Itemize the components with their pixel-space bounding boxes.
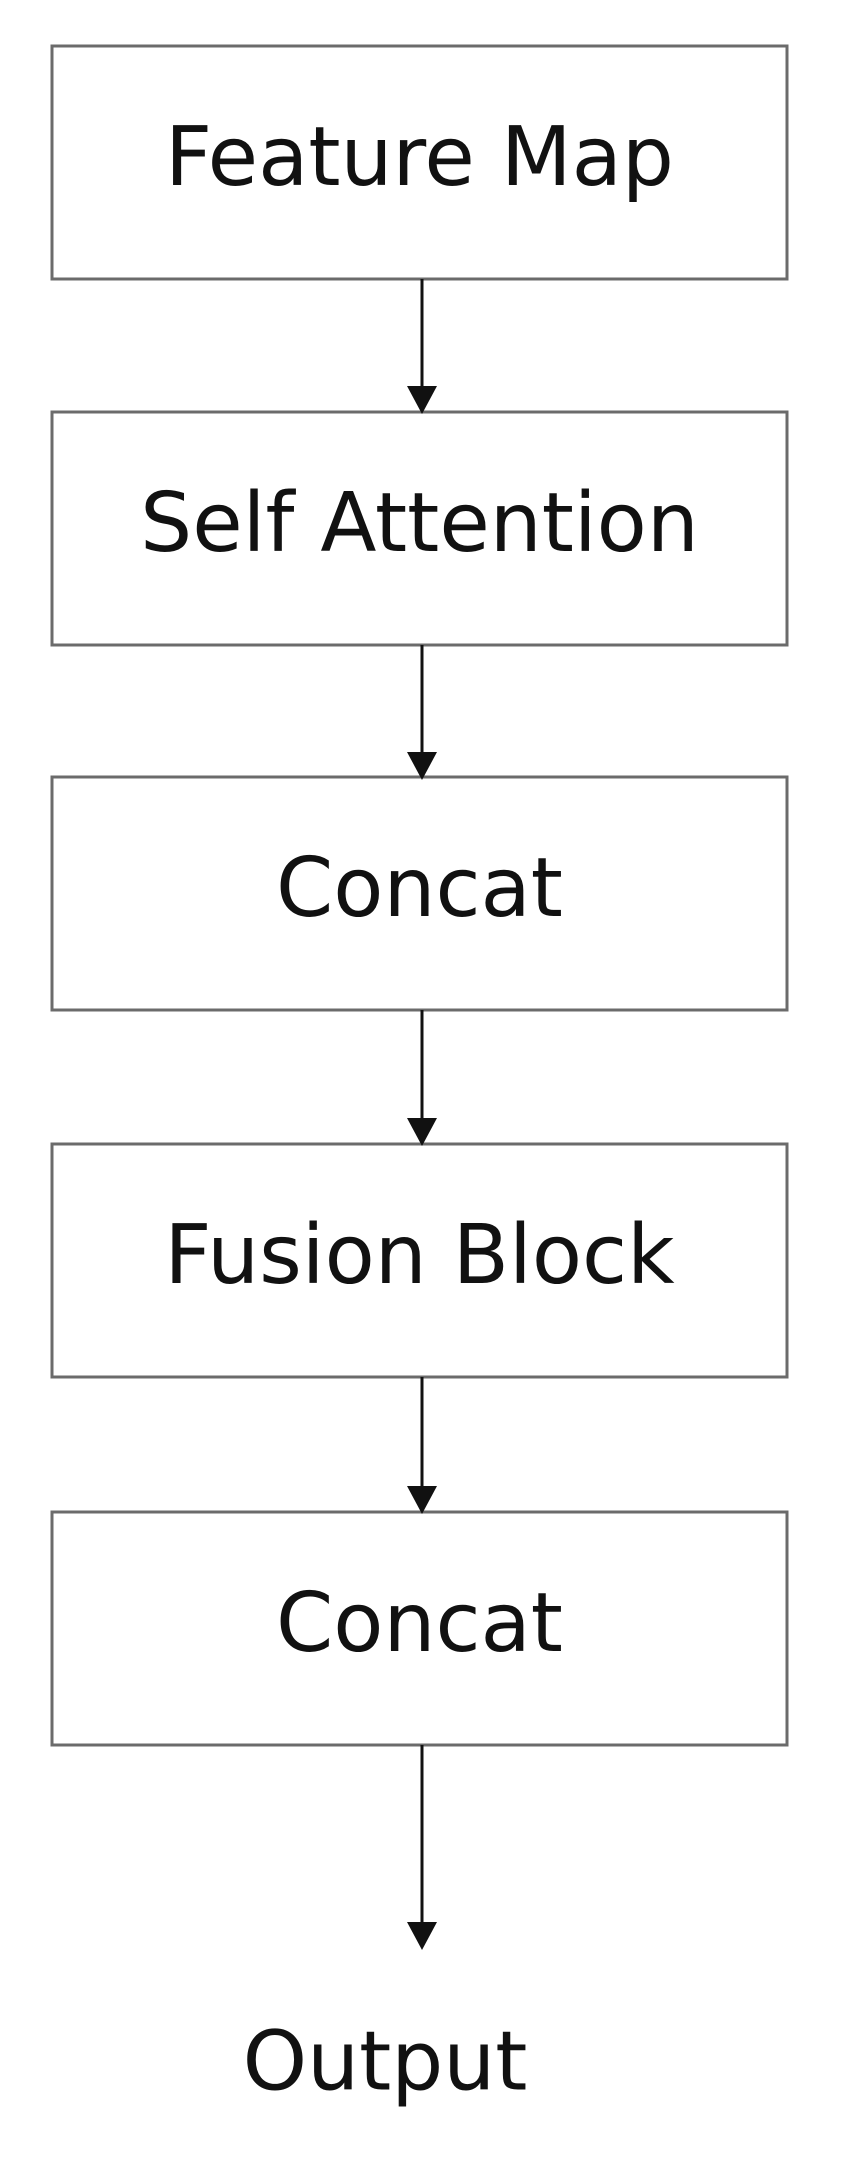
node-self-attention-label: Self Attention [140,476,699,571]
node-concat-1-label: Concat [276,841,563,936]
node-feature-map-label: Feature Map [165,110,674,205]
arrowhead-icon [407,1118,437,1146]
arrowhead-icon [407,752,437,780]
node-concat-2: Concat [50,1510,789,1747]
node-fusion-block-box [50,1142,789,1379]
arrowhead-icon [407,386,437,414]
arrowhead-icon [407,1922,437,1950]
edge-fusion-block-to-concat-2 [407,1377,437,1514]
node-feature-map: Feature Map [50,44,789,281]
node-concat-2-box [50,1510,789,1747]
node-fusion-block: Fusion Block [50,1142,789,1379]
node-self-attention: Self Attention [50,410,789,647]
node-feature-map-box [50,44,789,281]
edge-concat-2-to-output [407,1745,437,1950]
edge-self-attention-to-concat-1 [407,645,437,780]
arrowhead-icon [407,1486,437,1514]
node-self-attention-box [50,410,789,647]
output-label: Output [243,2014,528,2109]
node-concat-1: Concat [50,775,789,1012]
node-concat-2-label: Concat [276,1576,563,1671]
edge-concat-1-to-fusion-block [407,1010,437,1146]
edge-feature-map-to-self-attention [407,279,437,414]
node-concat-1-box [50,775,789,1012]
node-fusion-block-label: Fusion Block [164,1208,675,1303]
